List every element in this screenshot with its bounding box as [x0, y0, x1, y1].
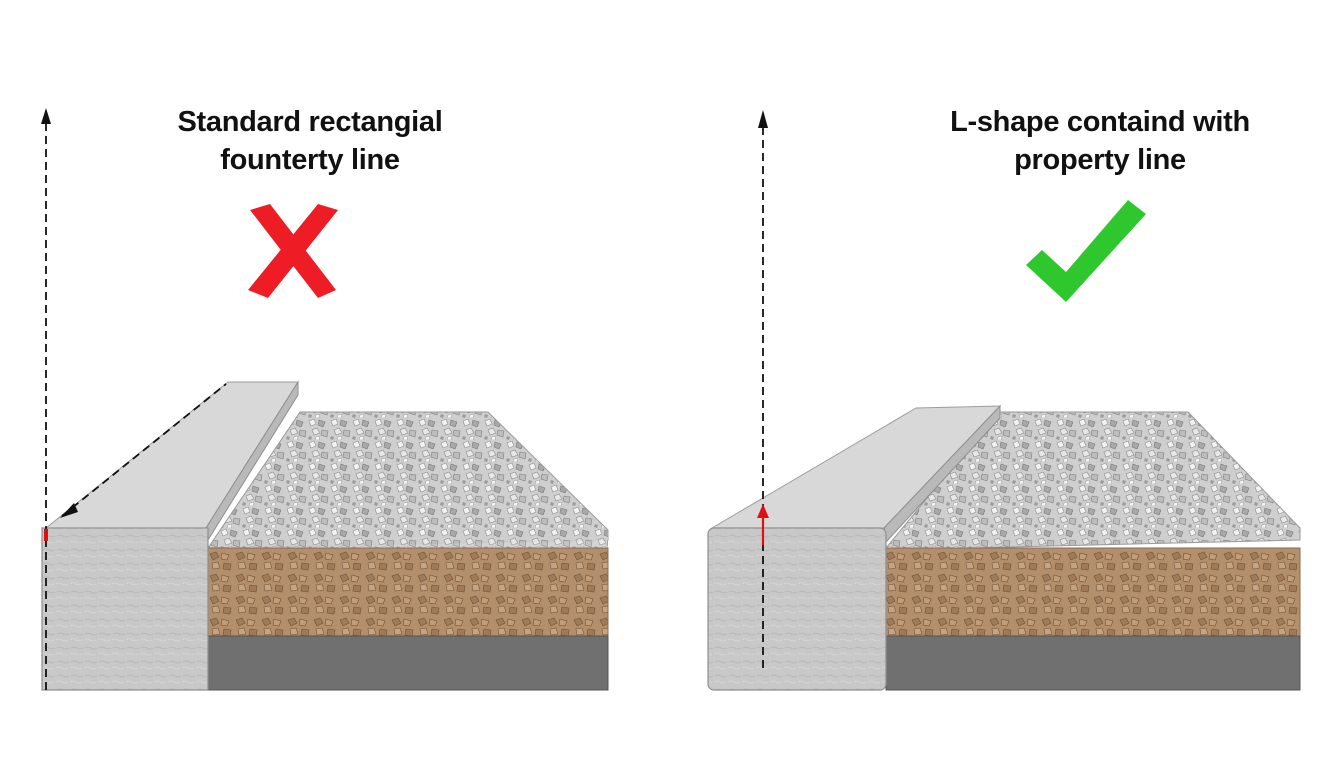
base-layer-left [207, 635, 609, 691]
diagonal-arrowhead [60, 503, 78, 518]
right-panel [707, 110, 1301, 691]
red-arrowhead [757, 504, 769, 518]
red-corner-marker [44, 529, 48, 541]
soil-layer-right [885, 547, 1301, 637]
property-line-arrowhead-right [758, 110, 768, 128]
caption-right-line-1: L-shape containd with [950, 106, 1250, 138]
check-mark-icon [1026, 200, 1146, 302]
curb-front-right [707, 527, 887, 691]
caption-left: Standard rectangial founterty line [150, 103, 470, 179]
left-panel [41, 108, 609, 691]
base-layer-right [885, 635, 1301, 691]
caption-right: L-shape containd with property line [915, 103, 1285, 179]
property-line-arrowhead-left [41, 108, 51, 124]
x-mark-icon [248, 204, 338, 298]
curb-front-left [41, 527, 209, 691]
caption-right-line-2: property line [1014, 144, 1186, 176]
caption-left-line-2: founterty line [220, 144, 400, 176]
soil-layer-left [207, 547, 609, 637]
diagonal-guide-line [61, 383, 227, 517]
caption-left-line-1: Standard rectangial [177, 106, 443, 138]
